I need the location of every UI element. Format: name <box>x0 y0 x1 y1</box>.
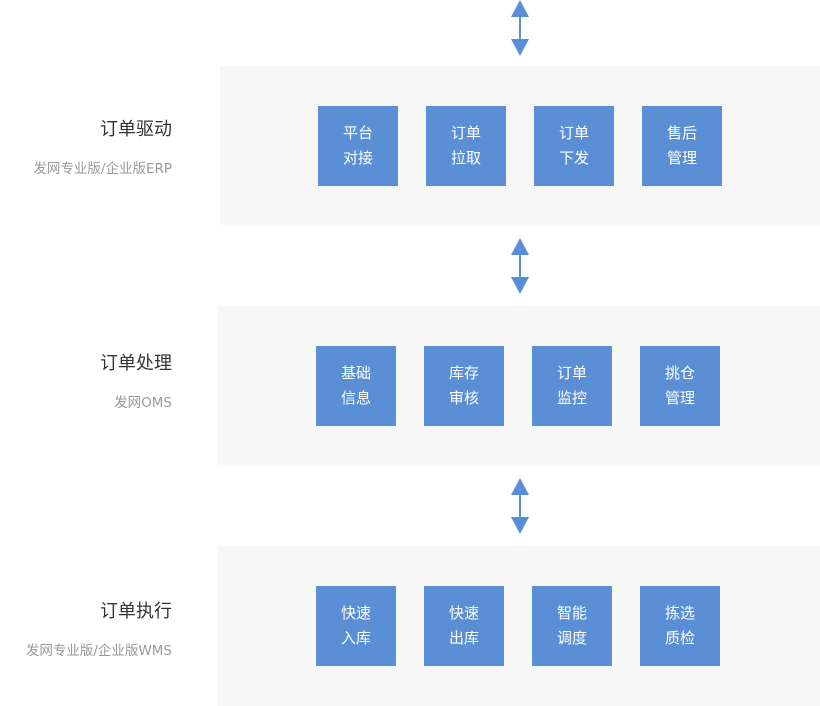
module-box-line1: 订单 <box>558 124 589 142</box>
module-box-line1: 快速 <box>340 604 371 622</box>
module-box-line2: 审核 <box>448 389 479 407</box>
section-panel-order-execute: 快速 入库 快速 出库 智能 调度 拣选 质检 <box>218 546 820 706</box>
module-box-line2: 对接 <box>342 149 373 167</box>
module-box-line1: 基础 <box>340 364 371 382</box>
module-box-line2: 信息 <box>340 389 371 407</box>
module-box-line1: 快速 <box>448 604 479 622</box>
module-box: 库存 审核 <box>424 346 504 426</box>
module-box-line1: 售后 <box>666 124 697 142</box>
module-box-line1: 订单 <box>556 364 587 382</box>
module-box: 基础 信息 <box>316 346 396 426</box>
section-subtitle-order-execute: 发网专业版/企业版WMS <box>25 643 172 659</box>
module-box-line2: 入库 <box>340 629 371 647</box>
double-arrow-vertical-icon <box>511 238 529 294</box>
section-panel-order-process: 基础 信息 库存 审核 订单 监控 挑仓 管理 <box>218 306 820 465</box>
module-box: 快速 出库 <box>424 586 504 666</box>
module-box-line1: 拣选 <box>664 604 695 622</box>
section-title-order-process: 订单处理 <box>100 353 172 374</box>
section-title-order-execute: 订单执行 <box>100 601 172 622</box>
module-box-line2: 调度 <box>556 629 587 647</box>
module-box-line2: 下发 <box>558 149 589 167</box>
module-box-line1: 订单 <box>450 124 481 142</box>
module-box: 挑仓 管理 <box>640 346 720 426</box>
module-box-line2: 出库 <box>448 629 479 647</box>
module-box-line2: 质检 <box>664 629 695 647</box>
double-arrow-vertical-icon <box>511 0 529 56</box>
module-box-line2: 拉取 <box>450 149 481 167</box>
section-subtitle-order-drive: 发网专业版/企业版ERP <box>33 161 172 177</box>
section-subtitle-order-process: 发网OMS <box>114 395 172 411</box>
module-box-line2: 监控 <box>556 389 587 407</box>
module-box: 订单 下发 <box>534 106 614 186</box>
section-panel-order-drive: 平台 对接 订单 拉取 订单 下发 售后 管理 <box>220 66 820 225</box>
module-box-line1: 挑仓 <box>664 364 695 382</box>
module-box: 智能 调度 <box>532 586 612 666</box>
module-box: 拣选 质检 <box>640 586 720 666</box>
module-box-line2: 管理 <box>664 389 695 407</box>
module-box-line1: 库存 <box>448 364 479 382</box>
module-box-line1: 智能 <box>556 604 587 622</box>
section-title-order-drive: 订单驱动 <box>100 119 172 140</box>
module-box: 售后 管理 <box>642 106 722 186</box>
module-box-line2: 管理 <box>666 149 697 167</box>
module-box: 订单 监控 <box>532 346 612 426</box>
module-box: 快速 入库 <box>316 586 396 666</box>
module-box: 订单 拉取 <box>426 106 506 186</box>
module-box: 平台 对接 <box>318 106 398 186</box>
double-arrow-vertical-icon <box>511 478 529 534</box>
module-box-line1: 平台 <box>342 124 373 142</box>
